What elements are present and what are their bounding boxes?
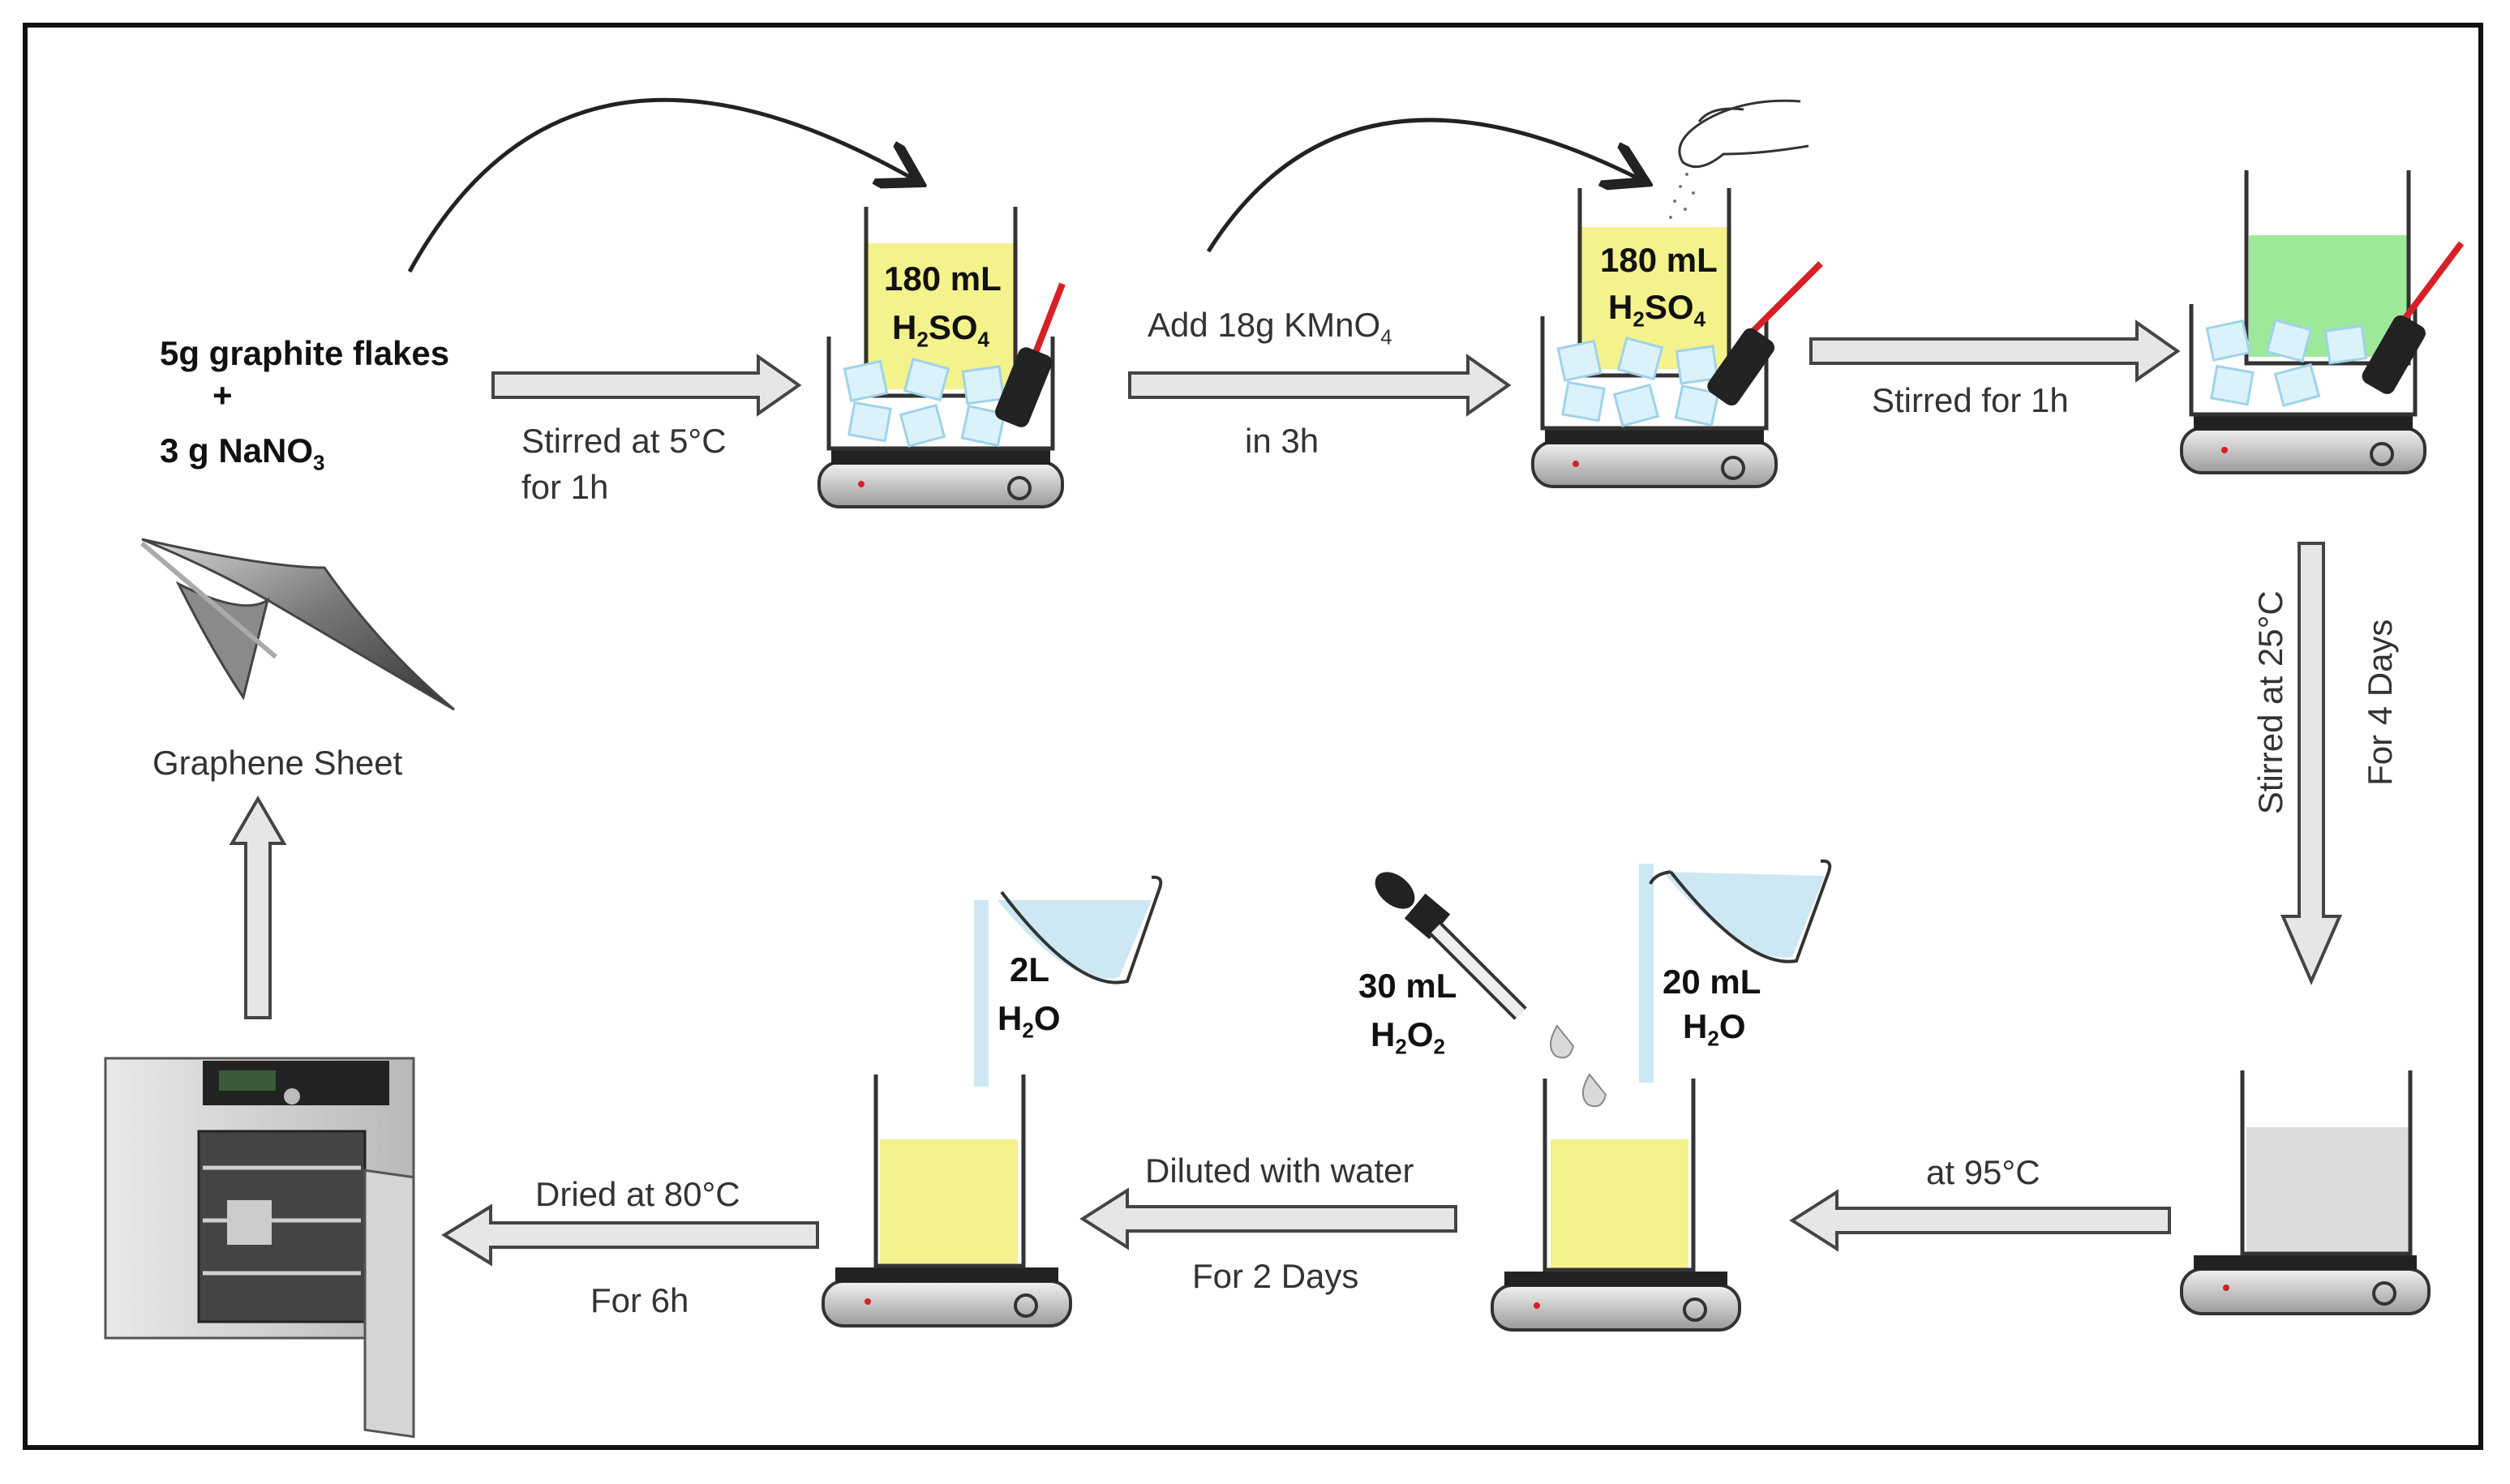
- block-arrow-left-2: [1079, 1187, 1457, 1250]
- drop-2: [1582, 1073, 1607, 1108]
- curved-arrow-2: [1206, 118, 1638, 253]
- water2-chemical-label: H2O: [998, 999, 1061, 1043]
- step2-label-line2: in 3h: [1245, 422, 1319, 460]
- beaker-3-setup: [2180, 170, 2465, 474]
- hand-icon: [1678, 99, 1809, 169]
- beaker-6-setup: [822, 875, 1163, 1327]
- step6-label-line2: For 2 Days: [1192, 1257, 1359, 1295]
- step6-label-line1: Diluted with water: [1145, 1152, 1414, 1190]
- step4-label-line1: Stirred at 25°C: [2250, 590, 2289, 815]
- beaker1-chemical-label: H2SO4: [892, 308, 989, 352]
- reagent-plus-label: +: [212, 376, 233, 414]
- thermometer-2: [1707, 261, 1823, 406]
- thermometer-3: [2362, 241, 2465, 394]
- block-arrow-right-3: [1809, 320, 2181, 383]
- step7-label-line2: For 6h: [590, 1281, 689, 1319]
- beaker-2-setup: [1531, 99, 1823, 488]
- curved-arrow-1: [407, 97, 912, 273]
- thermometer-1: [995, 282, 1066, 427]
- block-arrow-right-2: [1128, 354, 1512, 417]
- product-label: Graphene Sheet: [152, 744, 403, 782]
- powder-particles: [1669, 173, 1695, 219]
- drop-1: [1550, 1024, 1575, 1059]
- peroxide-chemical-label: H2O2: [1371, 1015, 1445, 1059]
- step1-label-line1: Stirred at 5°C: [521, 422, 727, 460]
- step3-label: Stirred for 1h: [1872, 381, 2069, 419]
- block-arrow-left-3: [441, 1203, 819, 1267]
- step5-label: at 95°C: [1926, 1153, 2040, 1191]
- beaker-4-setup: [2180, 1070, 2431, 1315]
- graphene-sheet-image: [140, 538, 455, 711]
- diagram-frame: [23, 23, 2483, 1450]
- step2-label-line1: Add 18g KMnO4: [1148, 306, 1392, 350]
- water2-volume-label: 2L: [1010, 950, 1050, 989]
- pouring-beaker-2: [974, 875, 1163, 1087]
- block-arrow-up: [229, 796, 287, 1019]
- water1-chemical-label: H2O: [1683, 1007, 1746, 1051]
- beaker1-volume-label: 180 mL: [884, 259, 1002, 298]
- peroxide-volume-label: 30 mL: [1358, 967, 1457, 1005]
- block-arrow-down: [2280, 542, 2343, 985]
- reagent-graphite-label: 5g graphite flakes: [160, 334, 450, 372]
- water1-volume-label: 20 mL: [1663, 963, 1761, 1001]
- block-arrow-left-1: [1789, 1189, 2171, 1252]
- beaker-5-setup: [1375, 859, 1832, 1332]
- step1-label-line2: for 1h: [521, 468, 609, 506]
- pouring-beaker-1: [1639, 859, 1832, 1083]
- step4-label-line2: For 4 Days: [2360, 619, 2399, 786]
- step7-label-line1: Dried at 80°C: [535, 1175, 740, 1213]
- reagent-nitrate-label: 3 g NaNO3: [160, 431, 325, 475]
- beaker-1-setup: [817, 207, 1066, 508]
- dropper-icon: [1375, 872, 1527, 1020]
- beaker2-volume-label: 180 mL: [1600, 241, 1718, 279]
- beaker2-chemical-label: H2SO4: [1608, 288, 1706, 332]
- block-arrow-right-1: [491, 354, 802, 417]
- oven-image: [104, 1057, 415, 1439]
